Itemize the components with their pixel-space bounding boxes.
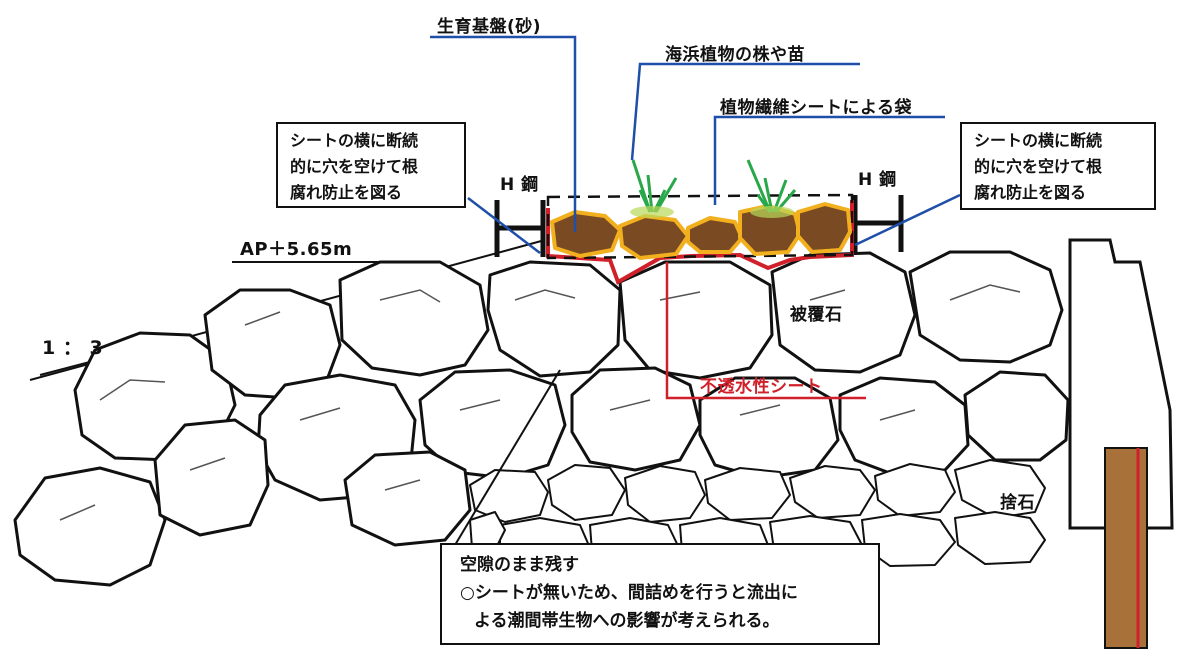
armor-stone	[153, 418, 270, 537]
h-steel-right	[852, 195, 904, 252]
label-bag: 植物繊維シートによる袋	[720, 98, 912, 118]
soil-bags	[550, 202, 852, 260]
leader-plants	[630, 62, 860, 161]
armor-stone	[963, 370, 1070, 462]
note-box-right: シートの横に断続 的に穴を空けて根 腐れ防止を図る	[960, 122, 1156, 210]
armor-stone	[618, 260, 774, 380]
note-bottom-line: ○シートが無いため、間詰めを行うと流出に	[460, 583, 798, 603]
note-right-line: シートの横に断続	[974, 131, 1103, 150]
note-left-line: 的に穴を空けて根	[290, 157, 419, 176]
note-right-line: 腐れ防止を図る	[974, 183, 1087, 202]
armor-stone	[570, 366, 702, 472]
rubble-stone	[874, 463, 956, 517]
armor-stone	[343, 450, 472, 547]
armor-stone	[338, 260, 490, 377]
leader-lines	[430, 35, 961, 254]
stone-texture	[59, 284, 1021, 521]
plant-right	[746, 159, 797, 213]
label-impermeable-sheet: 不透水性シート	[700, 377, 823, 397]
plant-left-base	[630, 206, 674, 218]
soil-bag	[618, 214, 690, 260]
rubble-stone	[954, 459, 1046, 519]
rubble-stone	[789, 465, 876, 519]
note-bottom-title: 空隙のまま残す	[460, 555, 579, 575]
armor-stone	[838, 376, 970, 477]
label-h-steel-right: H 鋼	[858, 170, 897, 190]
label-cover-stone: 被覆石	[790, 305, 843, 325]
note-right-line: 的に穴を空けて根	[974, 157, 1103, 176]
dashed-envelope	[546, 193, 854, 260]
label-rubble-stone: 捨石	[1000, 493, 1035, 513]
note-bottom-line: よる潮間帯生物への影響が考えられる。	[474, 611, 780, 631]
soil-bag	[796, 202, 852, 254]
wood-post	[1104, 447, 1148, 649]
note-left-line: シートの横に断続	[290, 131, 419, 150]
armor-stone	[908, 250, 1064, 364]
rubble-stone	[704, 467, 791, 521]
note-left-line: 腐れ防止を図る	[290, 183, 403, 202]
leader-substrate	[430, 35, 577, 232]
rubble-stone	[469, 469, 549, 523]
armor-stone	[203, 288, 342, 400]
leader-bottom-note	[454, 369, 561, 546]
label-slope: 1 ： 3	[42, 337, 104, 359]
note-box-bottom: 空隙のまま残す ○シートが無いため、間詰めを行うと流出に よる潮間帯生物への影響…	[440, 543, 880, 645]
leader-note-right	[854, 193, 961, 247]
label-h-steel-left: H 鋼	[500, 175, 539, 195]
rubble-stone	[954, 511, 1046, 565]
armor-stones	[13, 250, 1070, 587]
rubble-stone	[547, 464, 626, 521]
soil-bag	[550, 210, 622, 258]
armor-stone	[13, 466, 167, 587]
label-ap-level: AP＋5.65m	[240, 239, 353, 260]
note-box-left: シートの横に断続 的に穴を空けて根 腐れ防止を図る	[276, 122, 466, 208]
plant-left	[631, 159, 678, 213]
soil-bag	[686, 216, 744, 254]
plant-right-base	[750, 206, 794, 218]
leader-impermeable-sheet	[665, 262, 866, 400]
label-substrate: 生育基盤(砂)	[437, 17, 542, 37]
leader-note-left	[467, 197, 541, 254]
rubble-stone	[624, 465, 706, 523]
h-steel-left	[494, 200, 546, 257]
armor-stone	[486, 260, 622, 378]
leader-bag	[713, 115, 945, 205]
label-plants: 海浜植物の株や苗	[665, 45, 805, 65]
armor-stone	[698, 376, 840, 480]
